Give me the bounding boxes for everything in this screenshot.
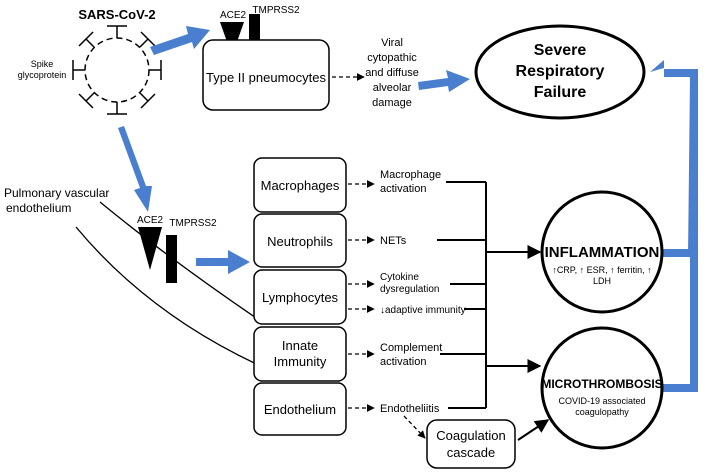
svg-text:Failure: Failure [534,84,587,101]
tmprss2-receptor-top-icon [249,14,260,62]
arrow-virus-to-endothelium [118,126,152,212]
tmprss2-receptor-lower-icon [166,235,177,283]
neutrophils-box [253,213,347,268]
inflammation-detail-line2: LDH [593,276,611,286]
cell-label-endothelium: Endothelium [264,402,336,417]
effect-complement-line1: Complement [380,342,442,354]
arrow-virus-to-pneumocytes [150,26,210,55]
effect-macrophage-line2: activation [380,183,426,195]
vessel-wall-lower [75,226,266,369]
svg-text:Respiratory: Respiratory [516,63,605,80]
type2-pneumocytes-box [202,39,330,111]
virus-name: SARS-CoV-2 [78,7,155,22]
effect-cytokine-line2: dysregulation [380,284,439,295]
endothelium-label-line1: Pulmonary vascular [4,186,109,200]
microthrombosis-detail-line1: COVID-19 associated [558,396,645,406]
effect-complement-line2: activation [380,356,426,368]
effect-cytokine-line1: Cytokine [380,272,419,283]
effect-macrophage-line1: Macrophage [380,169,441,181]
cell-label-lymphocytes: Lymphocytes [262,290,339,305]
feedback-arrow [658,249,698,392]
svg-text:cytopathic: cytopathic [367,52,417,64]
tmprss2-label-top: TMPRSS2 [252,5,300,16]
cell-label-macrophages: Macrophages [261,178,340,193]
ace2-label-top: ACE2 [220,10,247,21]
coagulation-box [426,419,516,469]
severe-respiratory-failure-text: Severe Respiratory Failure [516,42,605,101]
microthrombosis-detail-line2: coagulopathy [575,407,629,417]
spike-label-line2: glycoprotein [18,70,67,80]
innate-immunity-box [253,326,347,382]
cell-label-innate: Innate [282,338,318,353]
arrow-damage-to-failure [418,70,470,92]
ace2-label-lower: ACE2 [137,215,164,226]
effect-endotheliitis: Endotheliitis [380,403,440,415]
cell-label-neutrophils: Neutrophils [267,234,333,249]
microthrombosis-title: MICROTHROMBOSIS [541,377,662,391]
spike-label-line1: Spike [31,59,54,69]
type2-pneumocytes-label: Type II pneumocytes [206,70,326,85]
svg-text:and diffuse: and diffuse [365,67,419,79]
inflammation-circle [540,190,664,314]
arrow-receptor-to-neutrophils [196,250,250,274]
connector-lines [437,181,550,441]
svg-text:damage: damage [372,97,412,109]
svg-text:alveolar: alveolar [373,82,412,94]
severe-respiratory-failure-ellipse [474,24,646,120]
macrophages-box [253,157,347,213]
effect-nets: NETs [380,235,407,247]
ace2-receptor-lower-icon [138,227,162,270]
microthrombosis-circle [540,326,664,450]
ace2-receptor-top-icon [220,22,244,56]
dashed-arrows-cells [348,180,426,439]
svg-text:Severe: Severe [534,42,587,59]
svg-text:Viral: Viral [381,37,403,49]
cell-label-immunity: Immunity [274,354,327,369]
endothelium-box [253,382,347,436]
blue-arrows [118,26,698,392]
feedback-arrow-up [650,60,698,257]
cell-boxes [253,157,347,436]
virus-icon [72,25,162,115]
coagulation-line1: Coagulation [436,428,505,443]
coagulation-line2: cascade [447,445,495,460]
lymphocytes-box [253,269,347,325]
inflammation-detail-line1: ↑CRP, ↑ ESR, ↑ ferritin, ↑ [552,265,651,275]
inflammation-title: INFLAMMATION [545,244,660,261]
endothelium-label-line2: endothelium [6,201,71,215]
effect-adaptive: ↓adaptive immunity [380,305,466,316]
viral-damage-text: Viral cytopathic and diffuse alveolar da… [365,37,419,109]
tmprss2-label-lower: TMPRSS2 [169,218,217,229]
